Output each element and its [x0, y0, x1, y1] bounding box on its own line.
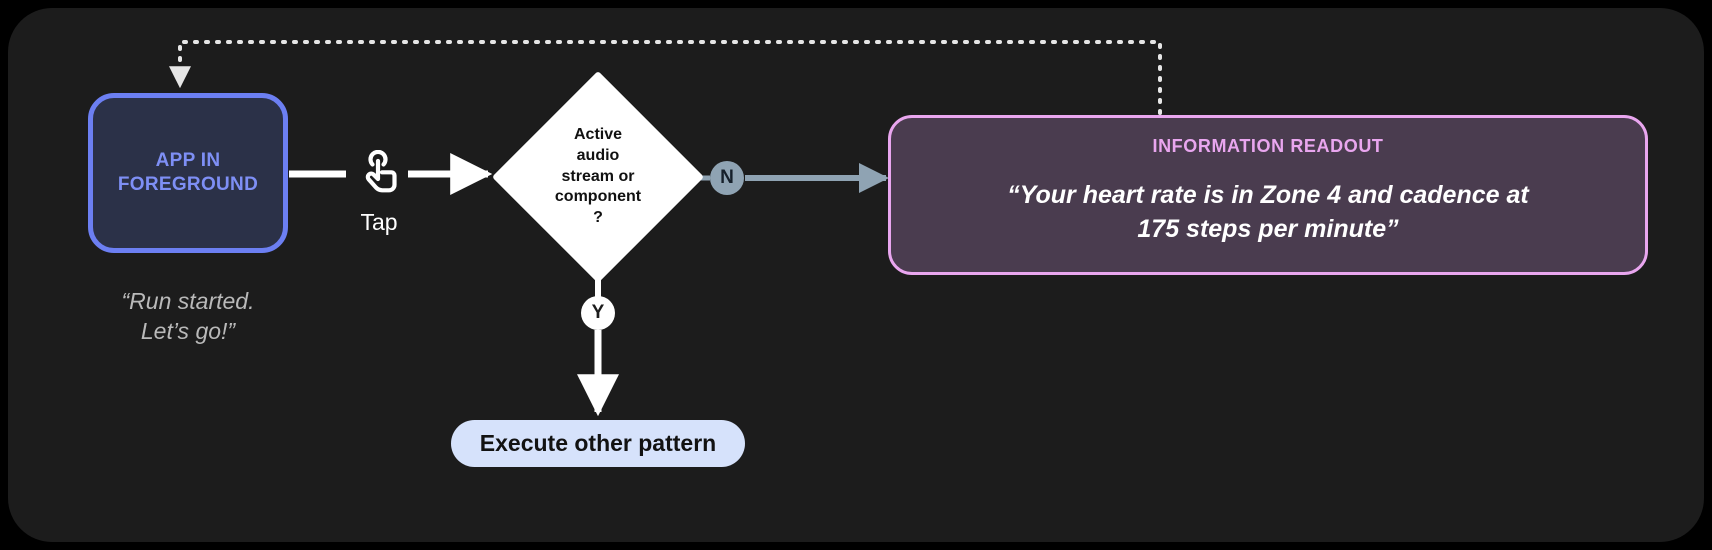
branch-badge-yes-label: Y: [591, 302, 605, 323]
app-box-label-line1: APP IN: [155, 150, 221, 172]
diamond-line4: component: [554, 188, 642, 206]
execute-pill-label: Execute other pattern: [479, 430, 717, 456]
app-box-caption: “Run started. Let’s go!”: [48, 286, 328, 347]
branch-badge-no-label: N: [720, 167, 734, 188]
diamond-line5: ?: [593, 209, 603, 227]
connector-layer: [169, 40, 1162, 417]
diamond-line3: stream or: [561, 167, 635, 185]
diamond-line2: audio: [576, 146, 620, 164]
tap-gesture-group: Tap: [343, 149, 415, 236]
diagram-canvas: APP IN FOREGROUND “Run started. Let’s go…: [8, 8, 1704, 542]
readout-body: “Your heart rate is in Zone 4 and cadenc…: [891, 179, 1645, 247]
app-caption-line1: “Run started.: [121, 288, 255, 314]
node-execute-other-pattern[interactable]: Execute other pattern: [451, 420, 745, 467]
node-decision-diamond[interactable]: Active audio stream or component ?: [491, 70, 705, 284]
app-box-label: APP IN FOREGROUND: [118, 149, 258, 197]
diamond-line1: Active: [573, 126, 623, 143]
readout-title: INFORMATION READOUT: [1152, 136, 1384, 156]
node-information-readout[interactable]: INFORMATION READOUT “Your heart rate is …: [888, 115, 1648, 275]
app-box-label-line2: FOREGROUND: [117, 174, 259, 195]
branch-badge-no: N: [710, 161, 744, 195]
tap-gesture-icon: [365, 149, 397, 193]
diamond-label: Active audio stream or component ?: [492, 71, 704, 283]
app-caption-line2: Let’s go!”: [140, 318, 236, 345]
branch-badge-yes: Y: [581, 296, 615, 330]
tap-label: Tap: [360, 209, 398, 235]
readout-body-line1: “Your heart rate is in Zone 4 and cadenc…: [1007, 181, 1529, 209]
node-app-in-foreground[interactable]: APP IN FOREGROUND: [88, 93, 288, 253]
readout-body-line2: 175 steps per minute”: [1137, 214, 1399, 243]
